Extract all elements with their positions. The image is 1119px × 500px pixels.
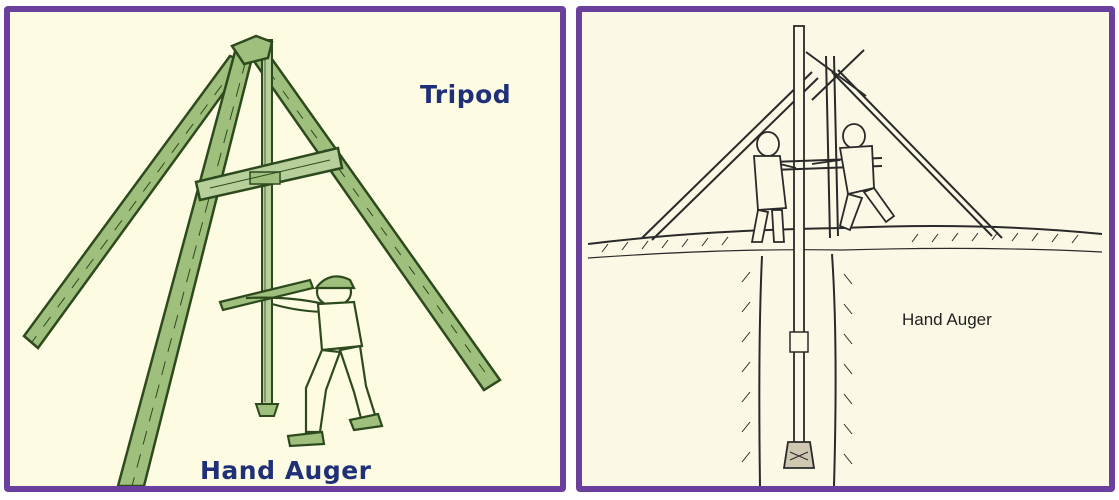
borehole-cross-section-drawing (582, 12, 1109, 486)
tripod-label: Tripod (420, 80, 511, 109)
ground-surface (588, 226, 1102, 258)
worker-left (752, 132, 796, 242)
worker-right (812, 124, 894, 230)
hand-auger-label-left: Hand Auger (200, 456, 372, 485)
operator-figure (220, 276, 382, 446)
right-illustration-panel: Hand Auger (576, 6, 1115, 492)
auger-rod (256, 40, 278, 416)
auger-rod (784, 26, 814, 468)
hand-auger-label-right: Hand Auger (902, 310, 992, 330)
tripod-legs (642, 50, 1002, 240)
left-illustration-panel: Tripod Hand Auger (4, 6, 566, 492)
